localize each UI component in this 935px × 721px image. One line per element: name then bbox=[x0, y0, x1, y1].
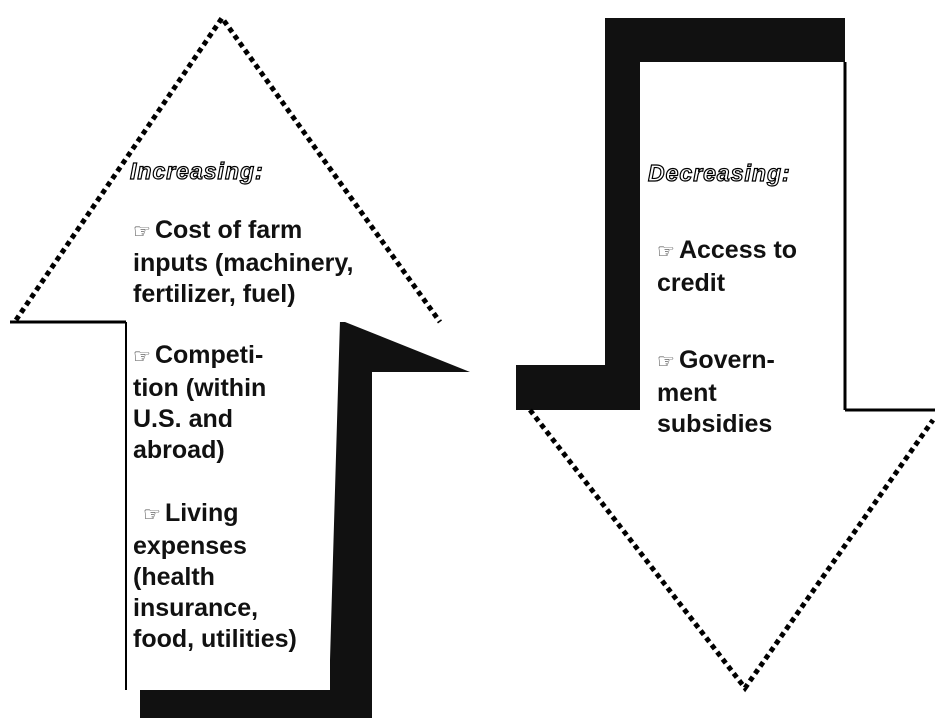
down-arrow-shadow bbox=[516, 18, 845, 410]
pointing-hand-icon: ☞ bbox=[657, 241, 675, 263]
item-line: credit bbox=[657, 269, 726, 297]
up-arrow-body bbox=[12, 18, 443, 690]
decreasing-item-2: ☞Govern- ment subsidies bbox=[657, 345, 775, 440]
item-line: fertilizer, fuel) bbox=[133, 280, 296, 308]
increasing-item-1: ☞Cost of farm inputs (machinery, fertili… bbox=[133, 215, 353, 310]
increasing-item-3: ☞Living expenses (health insurance, food… bbox=[133, 498, 297, 655]
pointing-hand-icon: ☞ bbox=[133, 346, 151, 368]
decreasing-item-1: ☞Access to credit bbox=[657, 235, 797, 299]
item-line: Govern- bbox=[678, 346, 775, 374]
increasing-heading: Increasing: bbox=[129, 157, 264, 184]
item-line: Cost of farm bbox=[154, 216, 303, 244]
increasing-item-2: ☞Competi- tion (within U.S. and abroad) bbox=[133, 340, 266, 466]
pointing-hand-icon: ☞ bbox=[143, 504, 161, 526]
item-line: tion (within bbox=[133, 374, 267, 402]
down-arrow-body bbox=[530, 62, 935, 688]
item-line: Living bbox=[164, 499, 239, 527]
pointing-hand-icon: ☞ bbox=[133, 221, 151, 243]
item-line: food, utilities) bbox=[133, 625, 297, 653]
item-line: U.S. and bbox=[133, 405, 234, 433]
item-line: (health bbox=[133, 563, 215, 591]
pointing-hand-icon: ☞ bbox=[657, 351, 675, 373]
item-line: Competi- bbox=[154, 341, 264, 369]
item-line: abroad) bbox=[133, 436, 225, 464]
item-line: inputs (machinery, bbox=[133, 249, 354, 277]
item-line: insurance, bbox=[133, 594, 259, 622]
item-line: ment bbox=[657, 379, 717, 407]
up-arrow-head-outline bbox=[13, 13, 443, 324]
item-line: expenses bbox=[133, 532, 247, 560]
decreasing-heading: Decreasing: bbox=[647, 159, 791, 186]
item-line: subsidies bbox=[657, 410, 773, 438]
item-line: Access to bbox=[678, 236, 798, 264]
down-arrow-head-outline bbox=[528, 408, 935, 693]
